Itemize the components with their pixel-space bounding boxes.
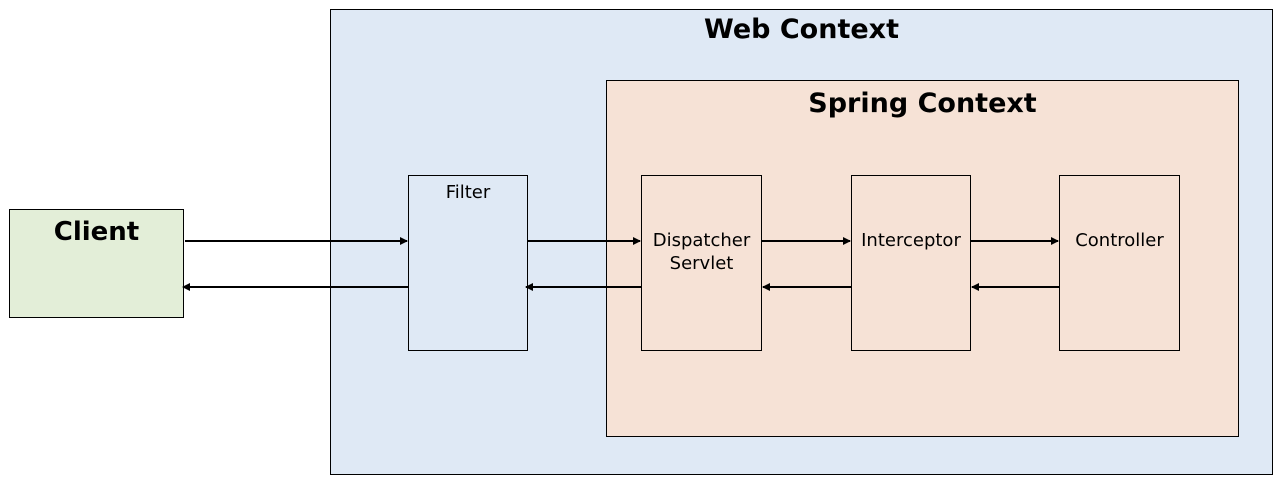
web-context-title: Web Context — [704, 14, 899, 45]
interceptor-label: Interceptor — [861, 230, 961, 251]
dispatcher-servlet-label: Dispatcher Servlet — [652, 230, 751, 274]
filter-node: Filter — [408, 175, 528, 351]
spring-context-title: Spring Context — [808, 88, 1037, 119]
interceptor-node: Interceptor — [851, 175, 971, 351]
controller-node: Controller — [1059, 175, 1180, 351]
client-node: Client — [9, 209, 184, 318]
controller-label: Controller — [1075, 230, 1164, 251]
client-label: Client — [53, 217, 140, 247]
filter-label: Filter — [445, 182, 491, 203]
dispatcher-servlet-node: Dispatcher Servlet — [641, 175, 762, 351]
